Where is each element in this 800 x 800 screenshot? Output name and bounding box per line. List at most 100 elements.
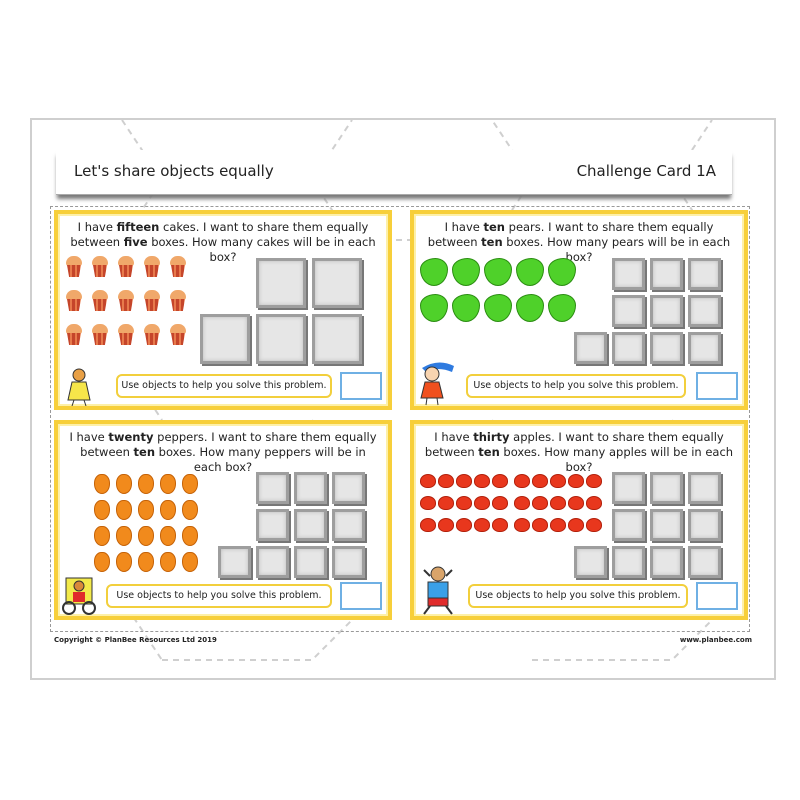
- share-box: [294, 546, 327, 578]
- pepper-icon: [116, 500, 132, 520]
- cupcake-grid: [64, 256, 194, 346]
- cupcake-icon: [64, 256, 84, 278]
- share-box: [688, 258, 721, 290]
- pepper-icon: [182, 552, 198, 572]
- share-boxes: [218, 472, 365, 578]
- pepper-icon: [160, 474, 176, 494]
- apple-icon: [532, 518, 548, 532]
- apple-icon: [550, 496, 566, 510]
- answer-box[interactable]: [340, 372, 382, 400]
- copyright-text: Copyright © PlanBee Resources Ltd 2019: [54, 636, 217, 644]
- share-box: [650, 472, 683, 504]
- share-box: [612, 546, 645, 578]
- apple-icon: [550, 474, 566, 488]
- share-box: [256, 258, 306, 308]
- cupcake-icon: [90, 324, 110, 346]
- pepper-icon: [160, 526, 176, 546]
- worksheet: Let's share objects equally Challenge Ca…: [30, 118, 776, 680]
- share-box: [574, 332, 607, 364]
- cupcake-icon: [142, 256, 162, 278]
- pepper-icon: [182, 500, 198, 520]
- share-box: [332, 509, 365, 541]
- pear-icon: [548, 294, 576, 322]
- challenge-card-label: Challenge Card 1A: [576, 162, 716, 180]
- challenge-card-apples: I have thirty apples. I want to share th…: [410, 420, 748, 620]
- share-box: [256, 314, 306, 364]
- apple-icon: [532, 496, 548, 510]
- apple-icon: [420, 496, 436, 510]
- child-character-icon: [67, 368, 91, 406]
- share-box: [612, 295, 645, 327]
- share-boxes: [574, 472, 721, 578]
- question-text: I have thirty apples. I want to share th…: [424, 430, 734, 474]
- apple-icon: [438, 518, 454, 532]
- share-boxes: [200, 258, 362, 364]
- child-character-icon: [420, 362, 454, 406]
- share-box: [612, 258, 645, 290]
- apple-icon: [420, 518, 436, 532]
- share-box: [650, 509, 683, 541]
- pepper-icon: [94, 500, 110, 520]
- share-box: [650, 546, 683, 578]
- share-box: [650, 258, 683, 290]
- pear-icon: [452, 294, 480, 322]
- pepper-icon: [94, 526, 110, 546]
- child-character-icon: [423, 566, 453, 615]
- pear-grid: [420, 258, 580, 322]
- share-box: [294, 472, 327, 504]
- apple-icon: [492, 474, 508, 488]
- share-box: [688, 295, 721, 327]
- cupcake-icon: [142, 324, 162, 346]
- apple-icon: [514, 496, 530, 510]
- cupcake-icon: [90, 256, 110, 278]
- share-box: [688, 332, 721, 364]
- cupcake-icon: [116, 324, 136, 346]
- apple-icon: [568, 496, 584, 510]
- cupcake-icon: [90, 290, 110, 312]
- apple-icon: [456, 474, 472, 488]
- hint-bubble: Use objects to help you solve this probl…: [116, 374, 332, 398]
- apple-icon: [420, 474, 436, 488]
- pepper-icon: [138, 526, 154, 546]
- question-text: I have ten pears. I want to share them e…: [427, 220, 731, 264]
- share-box: [256, 546, 289, 578]
- apple-icon: [474, 474, 490, 488]
- pepper-icon: [116, 552, 132, 572]
- pear-icon: [516, 258, 544, 286]
- pear-icon: [420, 258, 448, 286]
- pepper-grid: [94, 474, 204, 572]
- pepper-icon: [116, 474, 132, 494]
- challenge-card-cakes: I have fifteen cakes. I want to share th…: [54, 210, 392, 410]
- website-text: www.planbee.com: [679, 636, 752, 644]
- pepper-icon: [94, 552, 110, 572]
- cupcake-icon: [168, 256, 188, 278]
- cupcake-icon: [64, 290, 84, 312]
- answer-box[interactable]: [340, 582, 382, 610]
- cupcake-icon: [116, 290, 136, 312]
- apple-icon: [586, 474, 602, 488]
- apple-icon: [586, 518, 602, 532]
- share-box: [312, 258, 362, 308]
- share-box: [256, 509, 289, 541]
- apple-icon: [492, 518, 508, 532]
- apple-icon: [532, 474, 548, 488]
- hint-bubble: Use objects to help you solve this probl…: [468, 584, 688, 608]
- share-box: [574, 546, 607, 578]
- apple-icon: [474, 518, 490, 532]
- answer-box[interactable]: [696, 582, 738, 610]
- worksheet-title: Let's share objects equally: [74, 162, 274, 180]
- pepper-icon: [116, 526, 132, 546]
- cut-line-zone: [50, 206, 750, 632]
- apple-grid: [420, 474, 604, 532]
- pear-icon: [484, 258, 512, 286]
- pepper-icon: [138, 474, 154, 494]
- answer-box[interactable]: [696, 372, 738, 400]
- cupcake-icon: [116, 256, 136, 278]
- share-box: [612, 472, 645, 504]
- hint-bubble: Use objects to help you solve this probl…: [106, 584, 332, 608]
- pepper-icon: [138, 552, 154, 572]
- apple-icon: [456, 518, 472, 532]
- pear-icon: [516, 294, 544, 322]
- pear-icon: [548, 258, 576, 286]
- share-box: [688, 509, 721, 541]
